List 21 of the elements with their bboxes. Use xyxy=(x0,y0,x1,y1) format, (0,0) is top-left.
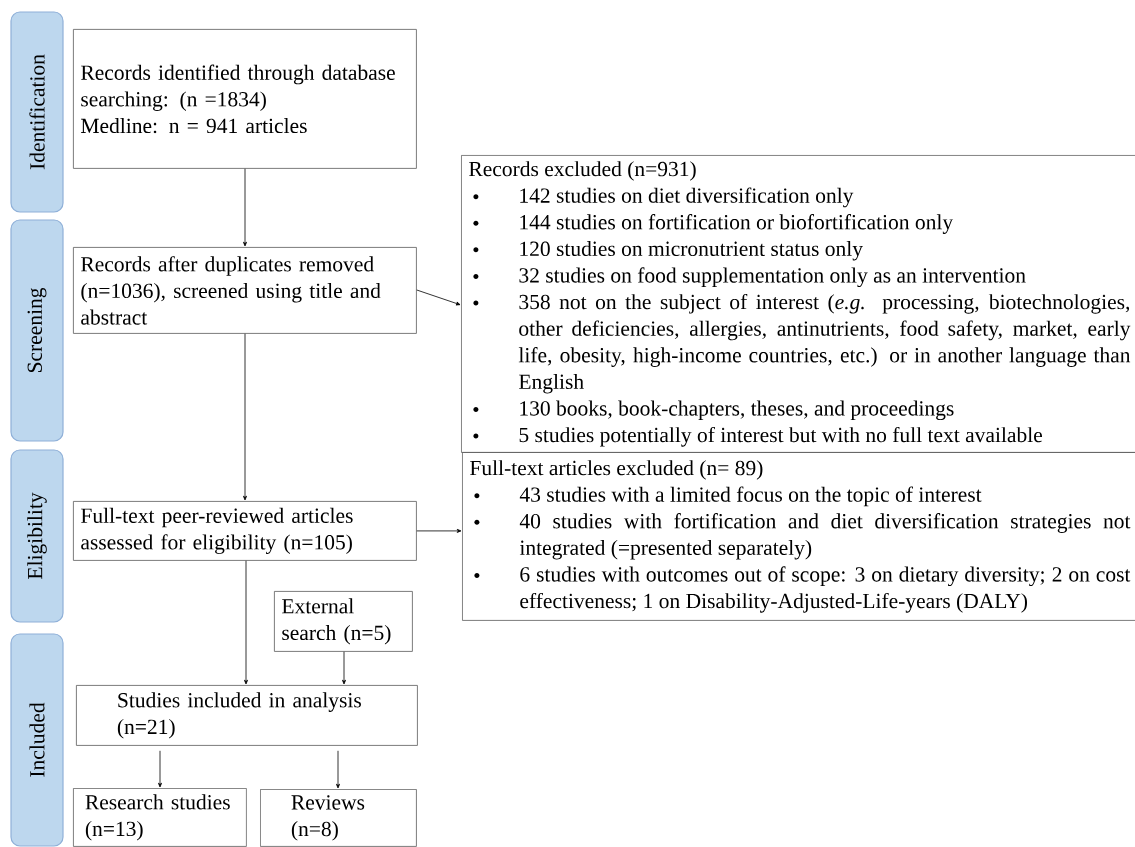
arrow xyxy=(336,783,340,789)
arrow xyxy=(243,333,247,501)
stage-band: Included xyxy=(10,633,64,847)
process-box: Records identified through database searching: (n =1834) Medline: n = 941 articles xyxy=(73,29,417,169)
process-box: External search (n=5) xyxy=(274,591,413,652)
arrow xyxy=(342,651,346,685)
process-box: Research studies (n=13) xyxy=(73,788,247,847)
stage-band: Screening xyxy=(10,219,64,442)
exclusion-box: Full-text articles excluded (n= 89) 43 studies with a limited focus on the topic of interest 40 studies with fortification and diet diversification strategies not integrated (=presented separately) 6 studies with outcomes out of scope: 3 on dietary diversity; 2 on cost effectiveness; 1 on Disability-Adjusted-Life-years (DALY) xyxy=(462,452,1135,621)
stage-band: Identification xyxy=(10,11,64,213)
process-box: Reviews (n=8) xyxy=(260,789,417,847)
process-box: Records after duplicates removed (n=1036), screened using title and abstract xyxy=(73,247,417,334)
process-box: Full-text peer-reviewed articles assessed for eligibility (n=105) xyxy=(73,501,417,561)
arrow xyxy=(416,528,462,533)
arrow xyxy=(416,289,461,306)
process-box: Studies included in analysis (n=21) xyxy=(76,685,418,746)
arrow xyxy=(158,782,162,788)
arrow xyxy=(244,560,248,685)
exclusion-box: Records excluded (n=931) 142 studies on diet diversification only 144 studies on fortification or biofortification only 120 studies on micronutrient status only 32 studies on food supplementation only as an intervention 358 not on the subject of interest (e.g. processing, biotechnologies, other deficiencies, allergies, antinutrients, food safety, market, early life, obesity, high-income countries, etc.) or in another language than English 130 books, book-chapters, theses, and proceedings 5 studies potentially of interest but with no full text available xyxy=(461,155,1135,453)
stage-band: Eligibility xyxy=(10,449,64,623)
arrow xyxy=(243,168,247,247)
